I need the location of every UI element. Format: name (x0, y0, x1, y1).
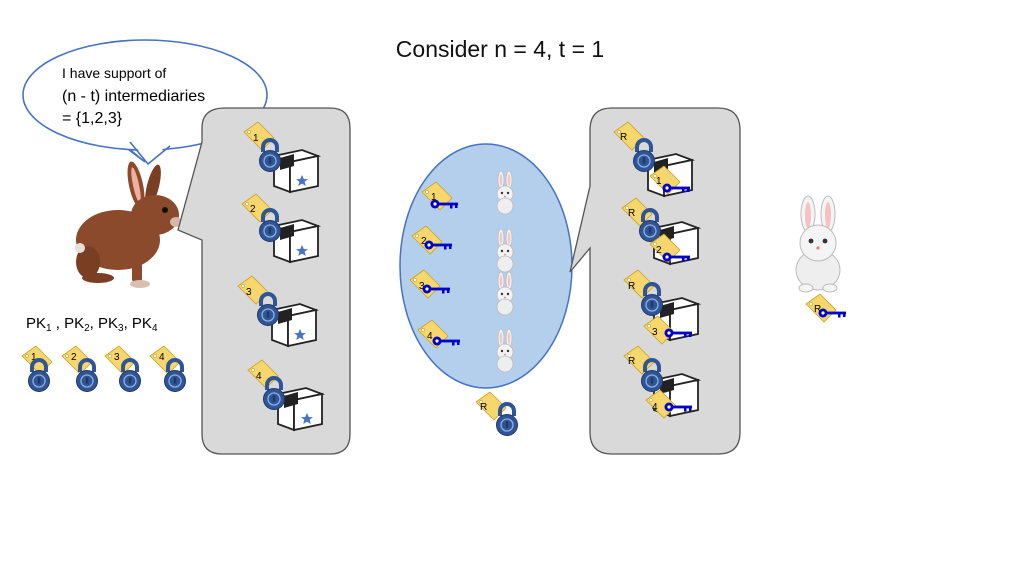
intermediary-1: 1 (421, 170, 514, 215)
svg-text:R: R (620, 132, 627, 143)
svg-text:4: 4 (427, 331, 433, 342)
pk-lock-3: 3 (104, 345, 143, 394)
right-box-1: R 1 (613, 121, 693, 197)
svg-text:2: 2 (250, 204, 256, 215)
public-keys-label: PK1 , PK2, PK3, PK4 (26, 315, 158, 334)
box-icon (273, 219, 319, 263)
left-panel (177, 107, 351, 455)
svg-text:3: 3 (652, 327, 658, 338)
receiver-bunny-illustration (795, 195, 841, 293)
right-box-2: R 2 (621, 197, 699, 265)
right-box-3: R 3 (623, 269, 699, 345)
svg-text:2: 2 (71, 352, 77, 363)
svg-text:1: 1 (253, 133, 259, 144)
svg-text:4: 4 (652, 402, 658, 413)
svg-text:R: R (814, 304, 821, 315)
title-text: Consider n = 4, t = 1 (395, 36, 605, 62)
pk-lock-2: 2 (61, 345, 100, 394)
receiver-key: R (805, 293, 846, 323)
intermediaries-circle (399, 143, 573, 389)
intermediary-4: 4 (417, 319, 514, 373)
box-icon (277, 387, 323, 431)
svg-text:R: R (628, 281, 635, 292)
box-icon (271, 303, 317, 347)
right-box-4: R 4 (623, 345, 699, 419)
box-icon (273, 149, 319, 193)
pk-lock-4: 4 (149, 345, 188, 394)
speech-line-1: I have support of (62, 65, 166, 81)
svg-text:3: 3 (246, 287, 252, 298)
left-box-3: 3 (237, 275, 317, 347)
svg-text:4: 4 (159, 352, 165, 363)
intermediary-3: 3 (409, 269, 514, 316)
left-box-1: 1 (243, 121, 319, 193)
pk-lock-1: 1 (21, 345, 53, 394)
svg-text:3: 3 (419, 281, 425, 292)
slide-title: Consider n = 4, t = 1 (0, 36, 1000, 63)
svg-text:1: 1 (31, 352, 37, 363)
receiver-lock-outside: R (475, 391, 520, 438)
speech-line-3: = {1,2,3} (62, 110, 123, 127)
svg-text:3: 3 (114, 352, 120, 363)
svg-text:4: 4 (256, 371, 262, 382)
svg-text:R: R (628, 208, 635, 219)
left-box-2: 2 (241, 193, 319, 263)
svg-text:2: 2 (421, 236, 427, 247)
lock-icon (494, 402, 520, 438)
right-panel (569, 107, 741, 455)
svg-text:2: 2 (656, 245, 662, 256)
svg-text:R: R (628, 356, 635, 367)
left-box-4: 4 (247, 359, 323, 431)
svg-text:1: 1 (431, 192, 437, 203)
intermediary-2: 2 (411, 225, 514, 273)
svg-text:R: R (480, 402, 487, 413)
brown-rabbit-illustration (75, 161, 182, 288)
svg-text:1: 1 (656, 176, 662, 187)
speech-line-2: (n - t) intermediaries (62, 88, 205, 105)
